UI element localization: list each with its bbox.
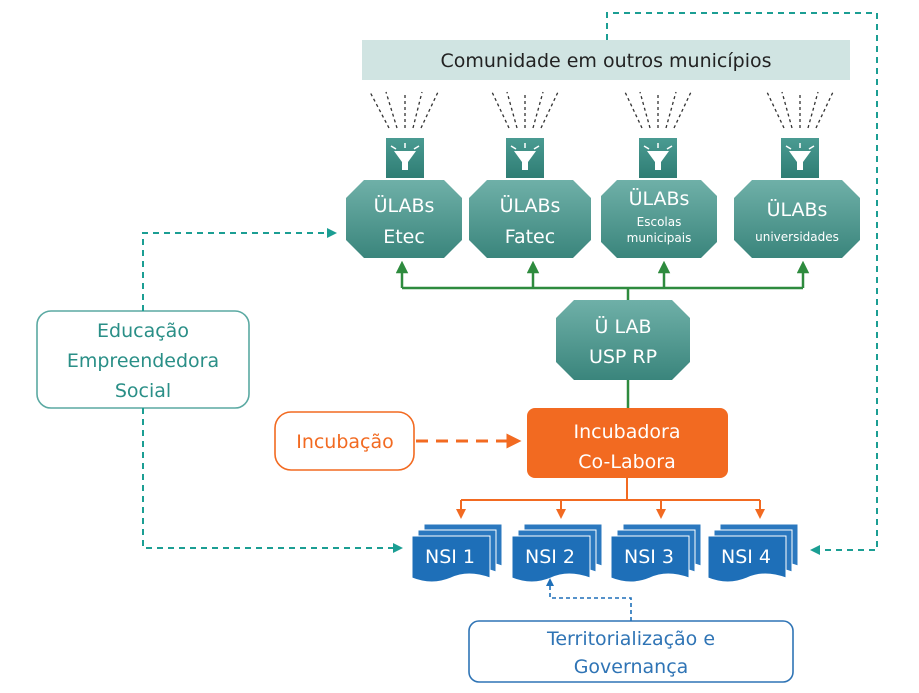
educacao-to-ulab-arrow xyxy=(142,228,337,311)
ulab-escolas-node xyxy=(601,180,717,258)
incubadora-line2: Co-Labora xyxy=(578,451,675,473)
loop-feedback-arrow xyxy=(606,12,878,555)
ulab-escolas-line2: Escolas municipais xyxy=(626,215,692,246)
ulab-universidades-line1: ÜLABs xyxy=(767,198,828,221)
ulab-fatec-line2: Fatec xyxy=(505,226,555,248)
nsi-3-label: NSI 3 xyxy=(624,546,674,568)
ulab-etec-line2: Etec xyxy=(383,226,425,248)
nsi-2-label: NSI 2 xyxy=(525,546,575,568)
nsi-1-node xyxy=(411,523,503,583)
broadcast-icon-2 xyxy=(491,91,559,129)
projector-icon-1 xyxy=(386,138,424,178)
broadcast-icon-3 xyxy=(624,91,692,129)
educacao-to-nsi-arrow xyxy=(142,408,403,553)
incubadora-node xyxy=(527,408,728,478)
orange-connector xyxy=(456,478,765,519)
nsi-1-label: NSI 1 xyxy=(425,546,475,568)
territorial-arrow xyxy=(546,578,632,621)
projector-icon-4 xyxy=(781,138,819,178)
projector-icon-2 xyxy=(506,138,544,178)
projector-icon-3 xyxy=(639,138,677,178)
nsi-2-node xyxy=(511,523,603,583)
ulab-usp-line2: USP RP xyxy=(589,346,657,368)
ulab-fatec-line1: ÜLABs xyxy=(500,194,561,217)
educacao-line1: Educação xyxy=(97,320,189,342)
incubadora-line1: Incubadora xyxy=(574,421,681,443)
incubacao-label: Incubação xyxy=(296,431,394,453)
ulab-universidades-node xyxy=(734,180,860,258)
green-connector xyxy=(395,260,810,300)
ulab-etec-node xyxy=(346,180,462,258)
ulab-usp-node xyxy=(556,300,690,380)
community-label: Comunidade em outros municípios xyxy=(440,50,771,72)
broadcast-icon-1 xyxy=(369,91,439,129)
community-bar xyxy=(362,40,850,80)
ulab-etec-line1: ÜLABs xyxy=(374,194,435,217)
incubacao-node xyxy=(274,411,415,471)
educacao-line3: Social xyxy=(115,380,171,402)
nsi-3-node xyxy=(610,523,702,583)
territorial-line1: Territorialização e xyxy=(546,628,715,650)
educacao-line2: Empreendedora xyxy=(67,350,219,372)
ulab-escolas-line1: ÜLABs xyxy=(629,187,690,210)
nsi-4-label: NSI 4 xyxy=(721,546,771,568)
nsi-4-node xyxy=(707,523,799,583)
territorial-line2: Governança xyxy=(574,656,689,678)
ulab-universidades-line2: universidades xyxy=(755,230,839,244)
broadcast-icon-4 xyxy=(766,91,834,129)
ulab-usp-line1: Ü LAB xyxy=(595,315,652,338)
ulab-fatec-node xyxy=(469,180,591,258)
